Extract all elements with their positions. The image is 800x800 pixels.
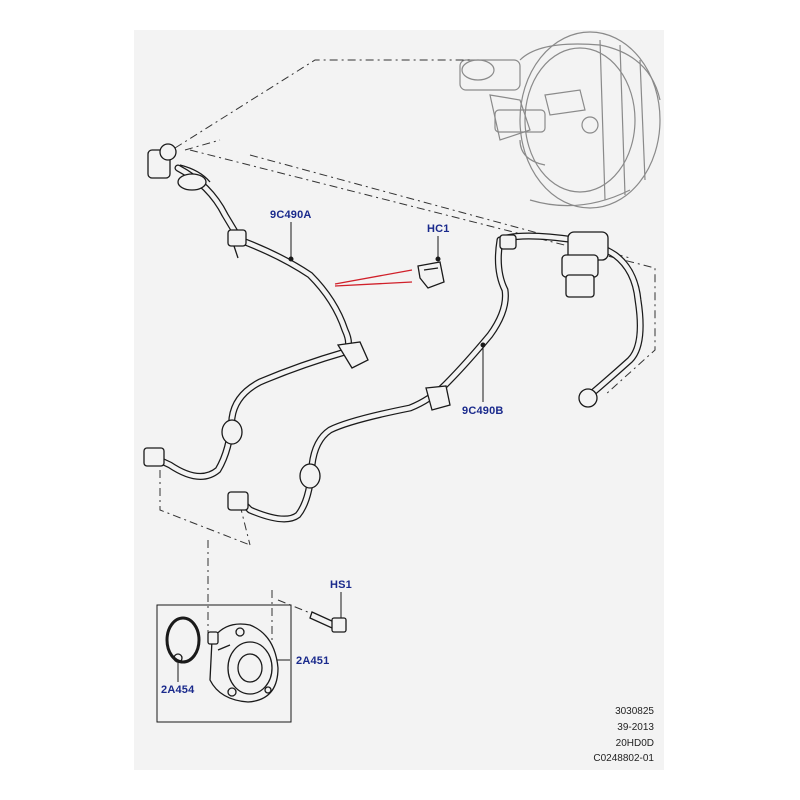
- o-ring-2a454: [165, 616, 201, 664]
- bolt-hs1: [309, 611, 347, 633]
- callout-2a451: 2A451: [296, 655, 330, 667]
- assembly-dash-lines: [159, 59, 656, 640]
- pump-detail-box: [156, 604, 292, 723]
- callout-hc1: HC1: [427, 223, 450, 235]
- brake-booster-ghost: [459, 31, 661, 209]
- callout-leaders: [177, 222, 486, 682]
- hose-clip-hc1: [417, 261, 445, 289]
- callout-9c490b: 9C490B: [462, 405, 504, 417]
- callout-2a454: 2A454: [161, 684, 195, 696]
- vacuum-pump-2a451: [207, 623, 279, 703]
- red-leader-lines: [334, 269, 413, 287]
- reference-code: 20HD0D: [615, 738, 654, 749]
- reference-number: 3030825: [615, 706, 654, 717]
- reference-date: 39-2013: [617, 722, 654, 733]
- callout-9c490a: 9C490A: [270, 209, 312, 221]
- callout-hs1: HS1: [330, 579, 352, 591]
- vacuum-hose-9c490b: [227, 231, 644, 523]
- vacuum-hose-9c490a: [143, 143, 369, 480]
- reference-document-id: C0248802-01: [593, 753, 654, 764]
